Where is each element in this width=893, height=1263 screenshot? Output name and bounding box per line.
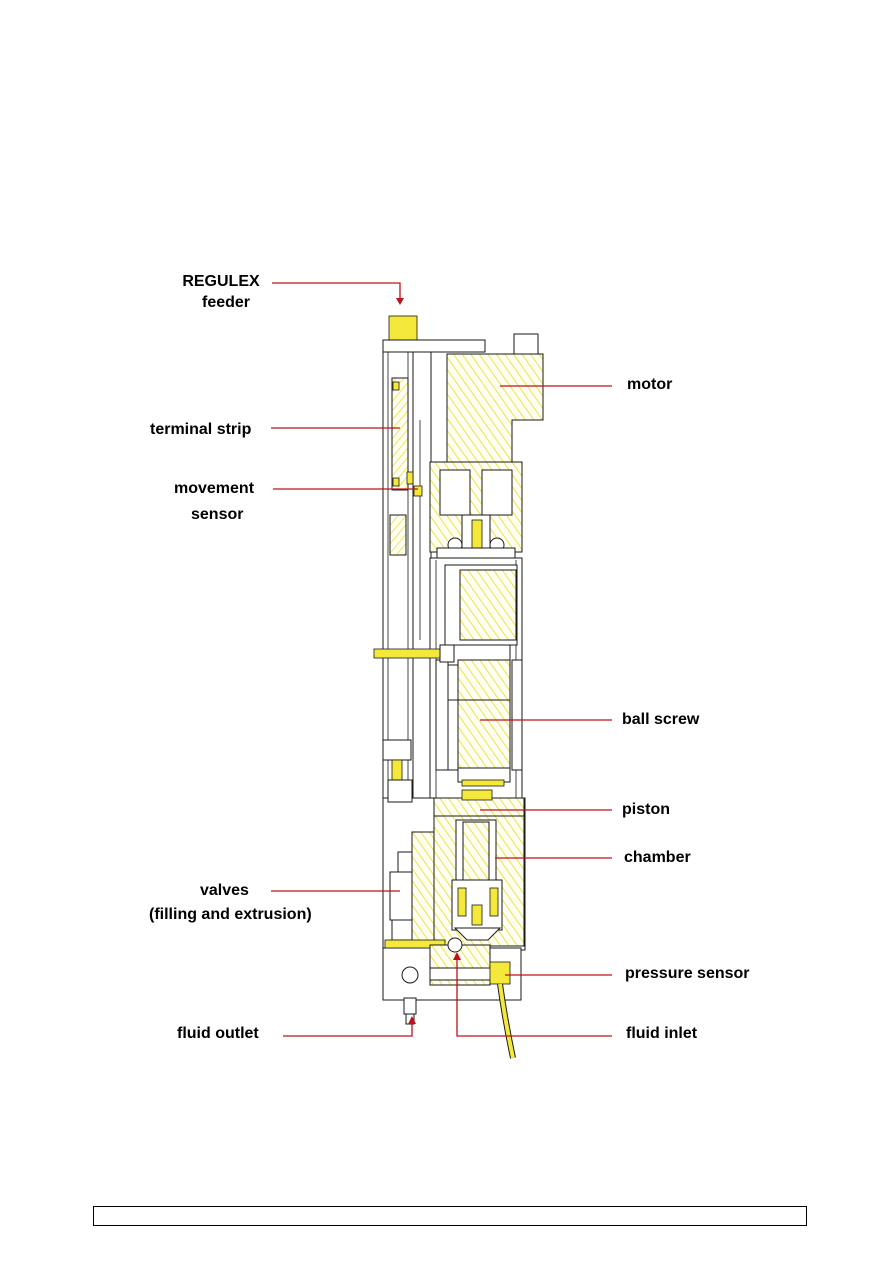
base-block: [384, 937, 499, 1025]
label-terminal-strip: terminal strip: [150, 421, 252, 438]
pressure-sensor: [489, 961, 516, 1059]
label-movement: movement: [174, 480, 255, 497]
label-pressure-sensor: pressure sensor: [625, 965, 750, 982]
regulex-feeder-port: [388, 315, 418, 341]
terminal-strip: [389, 377, 414, 556]
label-valves-sub: (filling and extrusion): [149, 906, 312, 923]
label-piston: piston: [622, 801, 670, 818]
label-fluid-inlet: fluid inlet: [626, 1025, 698, 1042]
label-motor: motor: [627, 376, 673, 393]
motor-body: [446, 333, 544, 463]
label-chamber: chamber: [624, 849, 691, 866]
label-sensor: sensor: [191, 506, 244, 523]
footer-box: [93, 1206, 807, 1226]
coupling-block: [413, 461, 523, 559]
chamber: [433, 815, 525, 947]
label-valves: valves: [200, 882, 249, 899]
label-feeder: feeder: [201, 294, 251, 311]
label-fluid-outlet: fluid outlet: [177, 1025, 259, 1042]
valves: [389, 831, 435, 943]
side-screw: [373, 644, 455, 663]
leader-lines: [271, 282, 612, 1037]
label-ball-screw: ball screw: [622, 711, 700, 728]
ball-screw-assembly: [429, 557, 523, 809]
label-regulex: REGULEX: [182, 273, 260, 290]
